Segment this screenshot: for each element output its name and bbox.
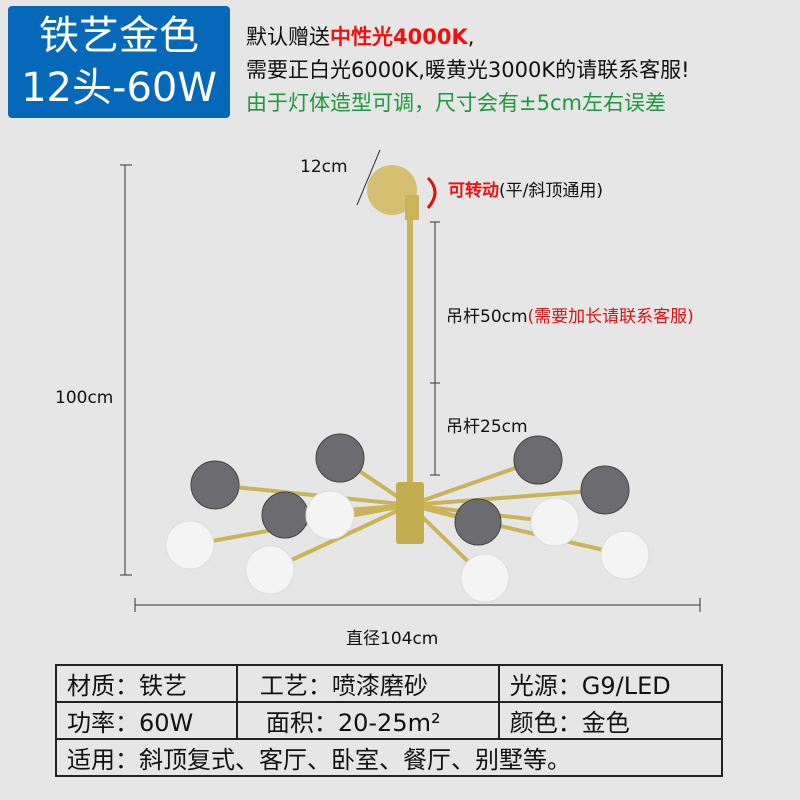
table-row: 功率：60W 面积：20-25m² 颜色：金色 [55,701,724,740]
rod-extend-note: (需要加长请联系客服) [527,307,694,327]
rod-50-label: 吊杆50cm(需要加长请联系客服) [446,302,694,327]
spec-table: 材质：铁艺 工艺：喷漆磨砂 光源：G9/LED 功率：60W 面积：20-25m… [55,664,724,777]
smoke-globes [190,433,630,546]
spec-process: 工艺：喷漆磨砂 [235,664,500,703]
table-row: 材质：铁艺 工艺：喷漆磨砂 光源：G9/LED [55,664,724,703]
spec-material: 材质：铁艺 [55,664,238,703]
default-light-note: 默认赠送中性光4000K, [246,22,474,53]
diameter-label: 直径104cm [346,629,439,649]
rod-50-text: 吊杆50cm [446,307,528,327]
spec-usage: 适用：斜顶复式、客厅、卧室、餐厅、别墅等。 [55,738,723,777]
rod-25-label: 吊杆25cm [446,417,528,437]
color-temp-note: 需要正白光6000K,暖黄光3000K的请联系客服! [246,58,690,82]
white-globes [165,490,650,603]
note-suffix: , [467,25,475,49]
rotate-highlight: 可转动 [448,181,499,201]
canopy-size-label: 12cm [300,157,348,177]
note-prefix: 默认赠送 [246,25,330,49]
note-highlight: 中性光4000K [330,25,468,49]
badge-subtitle: 12头-60W [21,65,217,111]
size-tolerance-note: 由于灯体造型可调，尺寸会有±5cm左右误差 [246,91,666,115]
rotate-label: 可转动(平/斜顶通用) [448,176,603,201]
height-label: 100cm [55,388,114,408]
spec-area: 面积：20-25m² [235,701,500,740]
badge-title: 铁艺金色 [39,13,199,59]
rotate-note: (平/斜顶通用) [499,181,603,201]
chandelier-diagram [120,149,701,612]
table-row: 适用：斜顶复式、客厅、卧室、餐厅、别墅等。 [55,738,723,777]
product-badge: 铁艺金色 12头-60W [8,6,230,118]
spec-light-source: 光源：G9/LED [497,664,724,703]
spec-power: 功率：60W [55,701,238,740]
spec-color: 颜色：金色 [497,701,724,740]
